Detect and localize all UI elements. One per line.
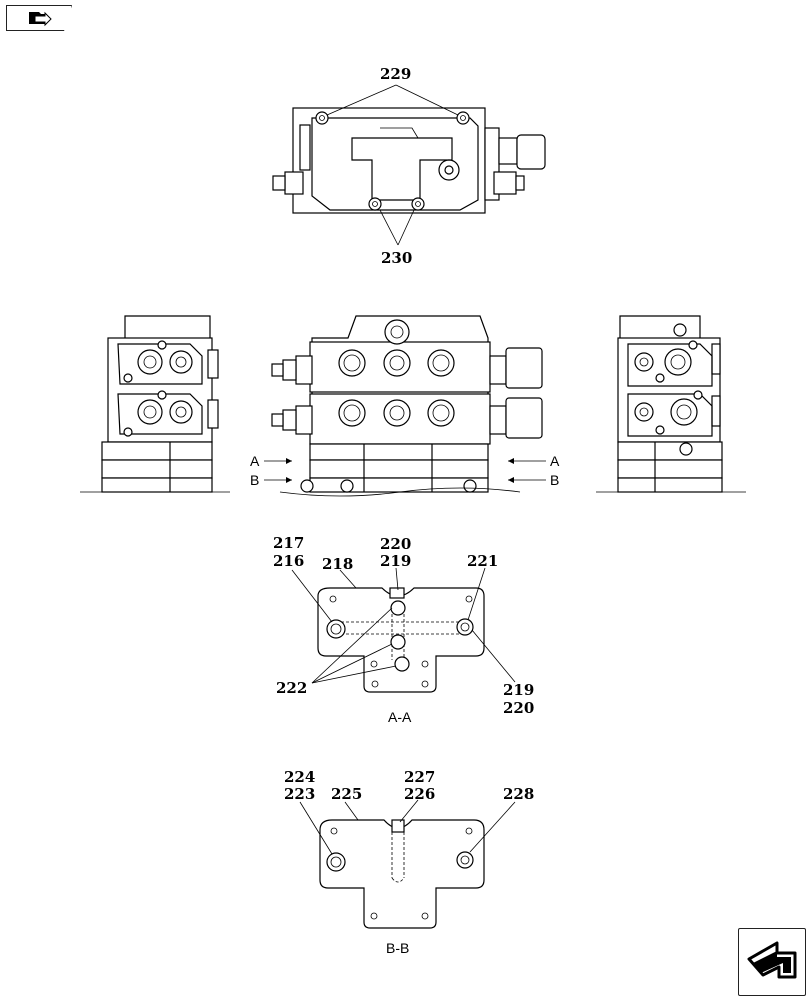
callout-222: 222 [276,679,307,697]
section-b-b-view [299,799,516,929]
section-marker-right-b: B [550,472,559,488]
callout-224: 224 [284,768,315,786]
return-button[interactable] [738,928,806,996]
top-view [272,84,546,246]
return-arrow-icon [747,941,797,979]
callout-217: 217 [273,534,304,552]
callout-227: 227 [404,768,435,786]
callout-226: 226 [404,785,435,803]
callout-223: 223 [284,785,315,803]
callout-216: 216 [273,552,304,570]
callout-228: 228 [503,785,534,803]
callout-221: 221 [467,552,498,570]
section-marker-right-a: A [550,453,560,469]
section-marker-left-a: A [250,453,260,469]
folder-arrow-icon [29,11,52,27]
callout-218: 218 [322,555,353,573]
section-a-a-view [291,567,516,693]
right-side-view [596,315,746,493]
section-title-a-a: A-A [388,709,412,725]
section-title-b-b: B-B [386,940,409,956]
left-side-view [80,315,230,493]
callout-220-lower: 220 [503,699,534,717]
callout-225: 225 [331,785,362,803]
callout-230: 230 [381,249,412,267]
front-view [264,315,546,497]
callout-219: 219 [380,552,411,570]
callout-219-lower: 219 [503,681,534,699]
previous-page-button[interactable] [6,5,72,31]
callout-229: 229 [380,65,411,83]
callout-220: 220 [380,535,411,553]
section-marker-left-b: B [250,472,259,488]
